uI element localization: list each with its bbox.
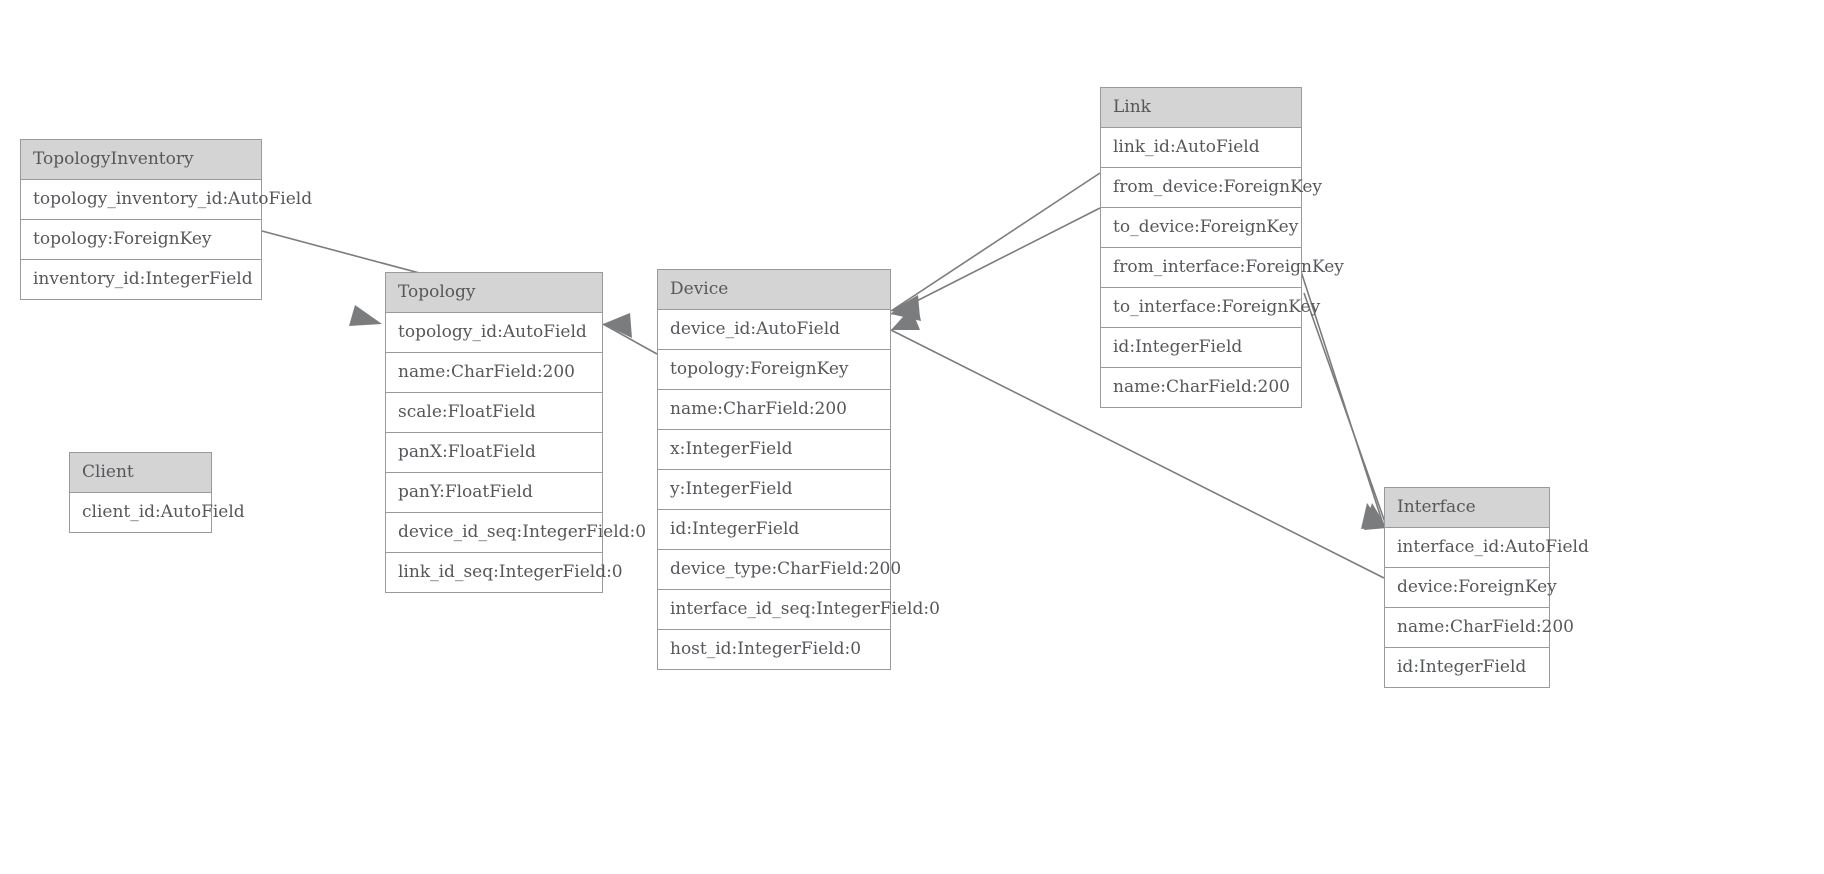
entity-field: link_id:AutoField bbox=[1101, 128, 1301, 168]
entity-title-topology: Topology bbox=[386, 273, 602, 313]
entity-field: name:CharField:200 bbox=[658, 390, 890, 430]
entity-field: to_interface:ForeignKey bbox=[1101, 288, 1320, 328]
entity-field: topology:ForeignKey bbox=[658, 350, 890, 390]
arrowhead bbox=[891, 298, 921, 321]
entity-title-link: Link bbox=[1101, 88, 1301, 128]
entity-field: device:ForeignKey bbox=[1385, 568, 1557, 608]
entity-field: panX:FloatField bbox=[386, 433, 602, 473]
entity-field: interface_id:AutoField bbox=[1385, 528, 1589, 568]
entity-field: x:IntegerField bbox=[658, 430, 890, 470]
entity-field: topology:ForeignKey bbox=[21, 220, 261, 260]
arrowhead bbox=[891, 295, 920, 318]
arrowhead bbox=[603, 313, 632, 338]
entity-field: device_id_seq:IntegerField:0 bbox=[386, 513, 646, 553]
relationship-device-topology bbox=[602, 313, 658, 355]
entity-title-client: Client bbox=[70, 453, 211, 493]
entity-field: id:IntegerField bbox=[1101, 328, 1301, 368]
entity-title-interface: Interface bbox=[1385, 488, 1549, 528]
entity-field: y:IntegerField bbox=[658, 470, 890, 510]
entity-field: device_id:AutoField bbox=[658, 310, 890, 350]
entity-field: inventory_id:IntegerField bbox=[21, 260, 261, 299]
entity-title-device: Device bbox=[658, 270, 890, 310]
arrowhead bbox=[891, 308, 920, 330]
arrowhead bbox=[1361, 503, 1384, 529]
entity-field: from_device:ForeignKey bbox=[1101, 168, 1322, 208]
entity-field: name:CharField:200 bbox=[386, 353, 602, 393]
entity-field: link_id_seq:IntegerField:0 bbox=[386, 553, 623, 592]
entity-field: topology_id:AutoField bbox=[386, 313, 602, 353]
entity-field: host_id:IntegerField:0 bbox=[658, 630, 890, 669]
entity-field: device_type:CharField:200 bbox=[658, 550, 901, 590]
entity-title-topologyinventory: TopologyInventory bbox=[21, 140, 261, 180]
entity-field: scale:FloatField bbox=[386, 393, 602, 433]
entity-field: client_id:AutoField bbox=[70, 493, 245, 532]
relationship-link-to-interface bbox=[1303, 292, 1388, 530]
entity-field: interface_id_seq:IntegerField:0 bbox=[658, 590, 940, 630]
relationship-link-from-device bbox=[890, 172, 1101, 318]
entity-field: to_device:ForeignKey bbox=[1101, 208, 1301, 248]
entity-field: from_interface:ForeignKey bbox=[1101, 248, 1344, 288]
entity-field: name:CharField:200 bbox=[1385, 608, 1574, 648]
entity-field: panY:FloatField bbox=[386, 473, 602, 513]
entity-field: name:CharField:200 bbox=[1101, 368, 1301, 407]
entity-field: id:IntegerField bbox=[1385, 648, 1549, 687]
relationship-link-to-device bbox=[890, 207, 1101, 321]
arrowhead bbox=[349, 305, 382, 326]
entity-field: topology_inventory_id:AutoField bbox=[21, 180, 312, 220]
entity-field: id:IntegerField bbox=[658, 510, 890, 550]
